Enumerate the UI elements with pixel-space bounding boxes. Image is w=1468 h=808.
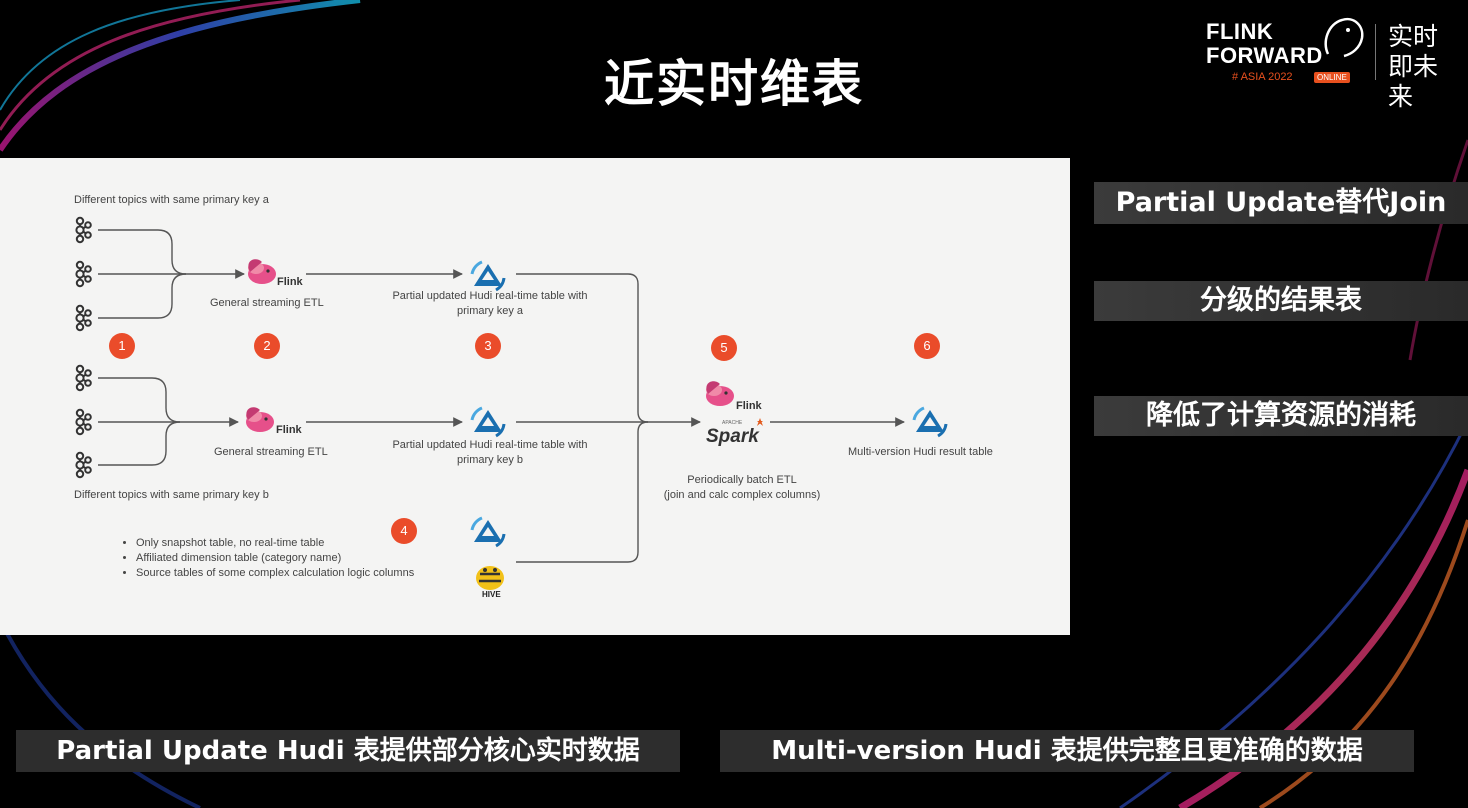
squirrel-icon xyxy=(1324,17,1364,58)
kafka-icon xyxy=(75,216,92,244)
etl-a-label: General streaming ETL xyxy=(210,297,324,309)
flink-wordmark: Flink xyxy=(276,424,302,436)
topics-a-label: Different topics with same primary key a xyxy=(74,194,269,206)
logo-separator xyxy=(1375,24,1376,80)
spark-wordmark: Spark xyxy=(706,426,759,447)
side-tag-resource-saving: 降低了计算资源的消耗 xyxy=(1094,396,1468,436)
architecture-diagram: Different topics with same primary key a… xyxy=(0,158,1070,635)
logo-online-badge: ONLINE xyxy=(1314,72,1350,83)
step-badge-4: 4 xyxy=(391,518,417,544)
hudi-icon xyxy=(470,406,506,438)
side-tag-tiered-result: 分级的结果表 xyxy=(1094,281,1468,321)
step-badge-1: 1 xyxy=(109,333,135,359)
hudi-icon xyxy=(470,516,506,548)
kafka-icon xyxy=(75,451,92,479)
list-item: Only snapshot table, no real-time table xyxy=(136,536,414,551)
batch-label-line2: (join and calc complex columns) xyxy=(663,489,821,501)
flink-squirrel-icon xyxy=(246,407,274,432)
kafka-icon xyxy=(75,260,92,288)
list-item: Source tables of some complex calculatio… xyxy=(136,566,414,581)
list-item: Affiliated dimension table (category nam… xyxy=(136,551,414,566)
etl-b-label: General streaming ETL xyxy=(214,446,328,458)
batch-label-line1: Periodically batch ETL xyxy=(687,474,797,486)
flink-squirrel-icon xyxy=(706,381,734,406)
hudi-b-label-line2: primary key b xyxy=(456,454,524,466)
bottom-tag-partial-update: Partial Update Hudi 表提供部分核心实时数据 xyxy=(16,730,680,772)
logo-line1: FLINK xyxy=(1206,19,1274,44)
hudi-a-label-line2: primary key a xyxy=(456,305,524,317)
flink-forward-logo: FLINK FORWARD # ASIA 2022 ONLINE 实时即未来 xyxy=(1200,14,1450,111)
source-tables-list: Only snapshot table, no real-time table … xyxy=(120,536,414,581)
bottom-tag-multi-version: Multi-version Hudi 表提供完整且更准确的数据 xyxy=(720,730,1414,772)
side-tag-partial-update: Partial Update替代Join xyxy=(1094,182,1468,224)
logo-line2: FORWARD xyxy=(1206,43,1323,68)
kafka-icon xyxy=(75,408,92,436)
page-title: 近实时维表 xyxy=(604,55,864,113)
flink-wordmark: Flink xyxy=(277,276,303,288)
logo-event: # ASIA 2022 xyxy=(1232,71,1293,83)
flink-wordmark: Flink xyxy=(736,400,762,412)
hudi-icon xyxy=(470,260,506,292)
kafka-icon xyxy=(75,304,92,332)
step-badge-3: 3 xyxy=(475,333,501,359)
logo-slogan: 实时即未来 xyxy=(1388,22,1439,111)
result-table-label: Multi-version Hudi result table xyxy=(848,446,993,458)
hudi-b-label-line1: Partial updated Hudi real-time table wit… xyxy=(392,439,588,451)
kafka-icon xyxy=(75,364,92,392)
hive-wordmark: HIVE xyxy=(482,590,501,599)
spark-star-icon xyxy=(757,418,763,426)
hudi-a-label-line1: Partial updated Hudi real-time table wit… xyxy=(392,290,588,302)
logo-wordmark: FLINK FORWARD xyxy=(1206,20,1323,68)
diagram-lines xyxy=(75,216,948,590)
step-badge-2: 2 xyxy=(254,333,280,359)
hive-bee-icon xyxy=(476,566,504,590)
step-badge-6: 6 xyxy=(914,333,940,359)
step-badge-5: 5 xyxy=(711,335,737,361)
flink-squirrel-icon xyxy=(248,259,276,284)
hudi-icon xyxy=(912,406,948,438)
topics-b-label: Different topics with same primary key b xyxy=(74,489,269,501)
spark-apache-text: APACHE xyxy=(722,420,743,426)
